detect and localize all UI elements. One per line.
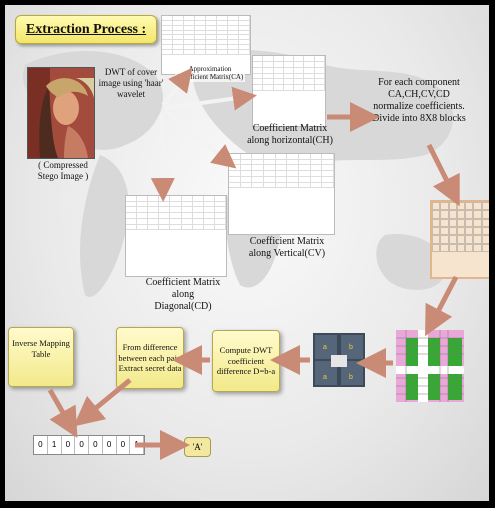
horizontal-matrix [252,55,326,127]
svg-text:a: a [323,374,327,381]
vertical-matrix [228,153,335,235]
bit-cell: 0 [34,436,48,454]
bit-cell: 1 [130,436,144,454]
coefficient-pair-block: a b a b [313,333,365,387]
bit-cell: 0 [75,436,89,454]
normalize-text: For each component CA,CH,CV,CD normalize… [372,77,466,124]
diagonal-label: Coefficient Matrix along Diagonal(CD) [145,277,221,312]
diagonal-matrix [125,195,227,277]
inverse-mapping-box: Inverse Mapping Table [8,327,74,387]
bit-cell: 0 [62,436,76,454]
bit-cell: 0 [89,436,103,454]
bit-cell: 0 [117,436,131,454]
block-grid-8x8 [430,200,489,279]
bit-cell: 1 [48,436,62,454]
bit-cell: 0 [103,436,117,454]
lena-image [27,67,95,159]
svg-text:b: b [349,374,353,381]
svg-text:b: b [349,344,353,351]
title-banner: Extraction Process : [15,15,157,44]
dwt-caption: DWT of cover image using 'haar' wavelet [98,67,164,99]
compute-difference-box: Compute DWT coefficient difference D=b-a [212,330,280,392]
result-character: 'A' [184,437,211,457]
horizontal-label: Coefficient Matrix along horizontal(CH) [247,123,333,146]
cover-caption: ( Compressed Stego Image ) [37,160,89,181]
paired-block-grid [396,330,464,402]
extract-data-box: From difference between each pair, Extra… [116,327,184,389]
approx-label: Approximation Coefficient Matrix(CA) [175,65,245,82]
vertical-label: Coefficient Matrix along Vertical(CV) [248,236,326,259]
diagram-panel: Extraction Process : ( Compressed Stego … [5,5,489,501]
svg-text:a: a [323,344,327,351]
